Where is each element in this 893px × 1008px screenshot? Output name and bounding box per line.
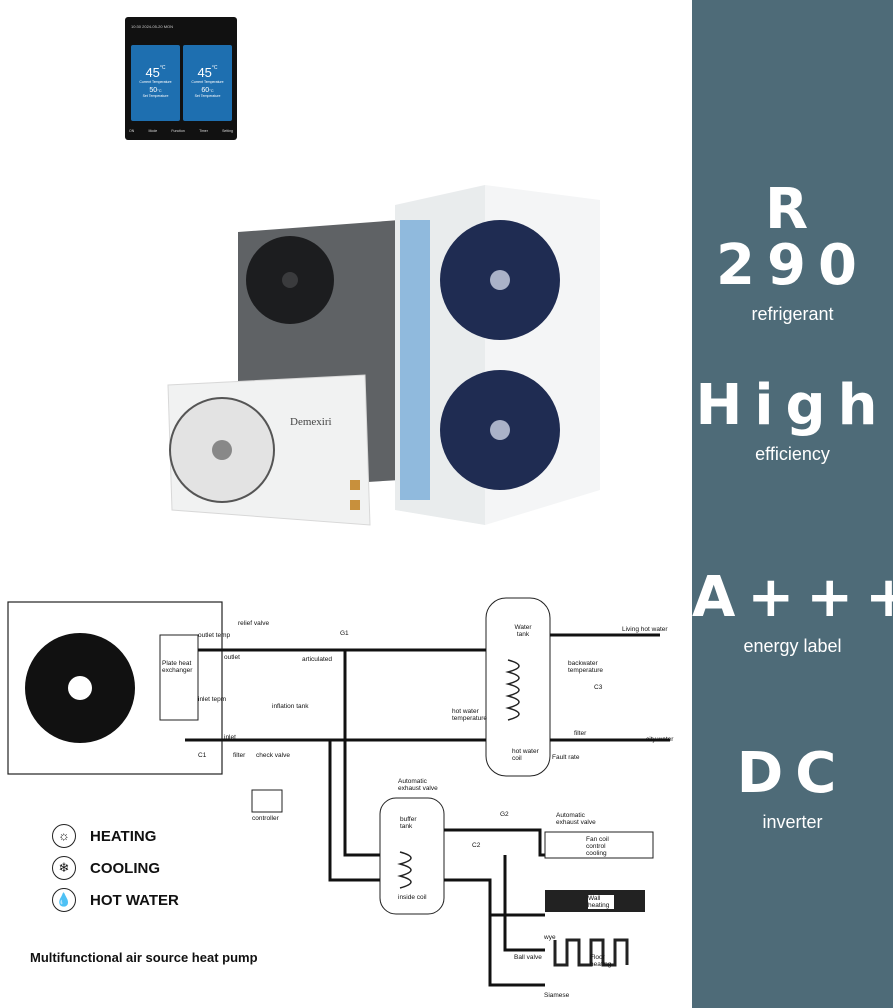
zone-label: Current Temperature — [191, 80, 224, 84]
water-drop-icon: 💧 — [52, 888, 76, 912]
label-inlet-temp: inlet tepm — [198, 696, 227, 703]
label-c2: C2 — [472, 842, 481, 849]
menu-on[interactable]: ON — [129, 129, 135, 133]
label-siamese: Siamese — [544, 992, 570, 999]
feature-subtitle: refrigerant — [751, 304, 834, 324]
label-c1: C1 — [198, 752, 207, 759]
fan-coil-shape — [544, 831, 654, 859]
feature-subtitle: energy label — [743, 636, 842, 656]
label-fan-coil: Fan coil control cooling — [586, 836, 609, 858]
feature-panel: R 290 refrigerant High efficiency A+++ e… — [692, 0, 893, 1008]
thermostat-menu: ON Mode Function Timer Setting — [129, 129, 233, 133]
menu-function[interactable]: Function — [171, 129, 185, 133]
product-illustration-area: 10:30 2024-05-20 MON 45°C Current Temper… — [7, 17, 674, 999]
feature-inverter: DC inverter — [692, 746, 893, 833]
feature-energy-label: A+++ energy label — [692, 570, 893, 657]
thermostat-status-bar: 10:30 2024-05-20 MON — [131, 24, 174, 29]
zone-set-label: Set Temperature — [142, 94, 169, 98]
label-articulated: articulated — [302, 656, 332, 663]
label-relief-valve: relief valve — [238, 620, 270, 627]
label-hot-water-coil: hot water coil — [512, 748, 539, 763]
menu-mode[interactable]: Mode — [148, 129, 158, 133]
system-schematic — [7, 597, 670, 987]
controller-shape — [251, 789, 283, 813]
white-small-unit — [167, 374, 371, 526]
feature-title: A+++ — [692, 565, 893, 630]
thermostat-zone-right: 45°C Current Temperature 60°C Set Temper… — [183, 45, 232, 121]
label-buffer-tank: buffer tank — [400, 816, 417, 831]
snowflake-icon: ❄ — [52, 856, 76, 880]
plate-heat-exchanger-shape — [159, 634, 199, 721]
label-wye: wye — [544, 934, 556, 941]
zone-temp: 45°C — [197, 65, 218, 80]
label-auto-exhaust-valve-2: Automatic exhaust valve — [556, 812, 596, 827]
label-g2: G2 — [500, 811, 509, 818]
feature-refrigerant: R 290 refrigerant — [692, 182, 893, 325]
label-c3: C3 — [594, 684, 603, 691]
pipes — [185, 633, 670, 987]
label-outlet-temp: outlet temp — [198, 632, 231, 639]
label-inflation-tank: inflation tank — [272, 703, 309, 710]
label-filter-2: filter — [574, 730, 587, 737]
feature-title: DC — [736, 741, 849, 806]
label-inside-coil: inside coil — [398, 894, 427, 901]
product-brand: Demexiri — [290, 416, 332, 428]
menu-timer[interactable]: Timer — [199, 129, 208, 133]
label-living-hot-water: Living hot water — [622, 626, 668, 633]
diagram-caption: Multifunctional air source heat pump — [30, 950, 258, 965]
zone-set-temp: 50°C — [149, 87, 162, 94]
label-g1: G1 — [340, 630, 349, 637]
label-ball-valve: Ball valve — [514, 954, 542, 961]
label-fault-rate: Fault rate — [552, 754, 580, 761]
zone-set-temp: 60°C — [201, 87, 214, 94]
thermostat-zone-left: 45°C Current Temperature 50°C Set Temper… — [131, 45, 180, 121]
label-check-valve: check valve — [256, 752, 290, 759]
water-tank-shape — [485, 597, 551, 777]
feature-title: High — [695, 373, 890, 438]
zone-set-label: Set Temperature — [194, 94, 221, 98]
feature-subtitle: efficiency — [755, 444, 830, 464]
sun-icon: ☼ — [52, 824, 76, 848]
label-city-water: city water — [646, 736, 674, 743]
label-outlet: outlet — [224, 654, 240, 661]
label-auto-exhaust-valve-1: Automatic exhaust valve — [398, 778, 438, 793]
feature-title: R 290 — [716, 177, 869, 298]
thermostat-panel: 10:30 2024-05-20 MON 45°C Current Temper… — [125, 17, 237, 140]
heat-pump-units-illustration — [167, 185, 600, 526]
label-hot-water-temperature: hot water temperature — [452, 708, 488, 723]
feature-efficiency: High efficiency — [692, 378, 893, 465]
label-wall-heating: Wall heating — [588, 895, 614, 910]
outdoor-unit-shape — [7, 601, 223, 775]
label-water-tank: Water tank — [514, 624, 532, 639]
zone-temp: 45°C — [145, 65, 166, 80]
feature-subtitle: inverter — [762, 812, 823, 832]
label-backwater-temperature: backwater temperature — [568, 660, 604, 675]
label-plate-heat-exchanger: Plate heat exchanger — [162, 660, 193, 675]
white-large-unit — [395, 185, 600, 525]
menu-setting[interactable]: Setting — [222, 129, 233, 133]
label-controller: controller — [252, 815, 279, 822]
label-inlet: inlet — [224, 734, 236, 741]
label-floor-heating: Floor heating — [590, 954, 612, 969]
zone-label: Current Temperature — [139, 80, 172, 84]
label-filter-1: filter — [233, 752, 246, 759]
